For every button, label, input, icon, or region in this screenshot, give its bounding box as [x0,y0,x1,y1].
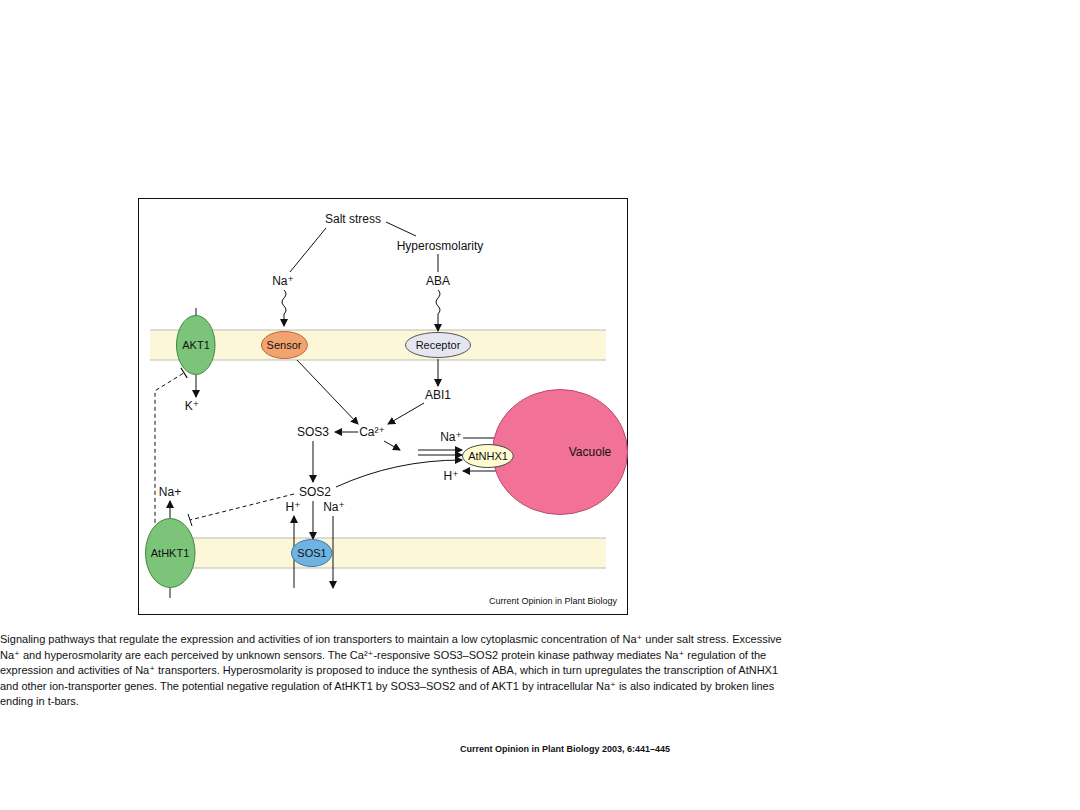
pathway-label: ABA [425,274,451,288]
pathway-label: Na⁺ [322,500,346,514]
channel-ellipse: AKT1 [176,315,216,375]
pathway-label: Salt stress [324,212,382,226]
pathway-label: ABI1 [424,388,452,402]
pathway-label: SOS3 [296,425,330,439]
pathway-label: K⁺ [184,399,200,413]
inhibition-connector [155,368,187,523]
figure-frame: Current Opinion in Plant Biology AKT1 Sens… [138,198,628,615]
node-text: Receptor [416,339,461,352]
antiporter-ellipse: SOS1 [291,539,332,567]
pathway-label: Na⁺ [271,274,295,288]
sensor-ellipse: Sensor [261,331,308,359]
node-text: Current Opinion in Plant Biology [489,595,617,608]
pathway-label: Na+ [158,485,182,499]
receptor-ellipse: Receptor [405,332,471,358]
node-text: AtNHX1 [468,450,508,463]
pathway-label: H⁺ [285,500,302,514]
node-text: SOS1 [297,547,326,560]
transporter-ellipse: AtHKT1 [145,518,196,588]
pathway-label: Hyperosmolarity [396,239,485,253]
node-text: Sensor [267,339,302,352]
pathway-label: SOS2 [298,485,332,499]
citation: Current Opinion in Plant Biology 2003, 6… [459,742,671,756]
figure-caption: Signaling pathways that regulate the exp… [0,632,790,710]
node-text: Vacuole [569,446,611,459]
pathway-label: Na⁺ [439,430,463,444]
node-text: AtHKT1 [151,547,190,560]
pathway-label: Ca²⁺ [358,425,386,439]
node-text: AKT1 [182,339,210,352]
antiporter-ellipse: AtNHX1 [462,444,514,468]
pathway-arrows [170,222,517,598]
pathway-label: H⁺ [443,469,460,483]
